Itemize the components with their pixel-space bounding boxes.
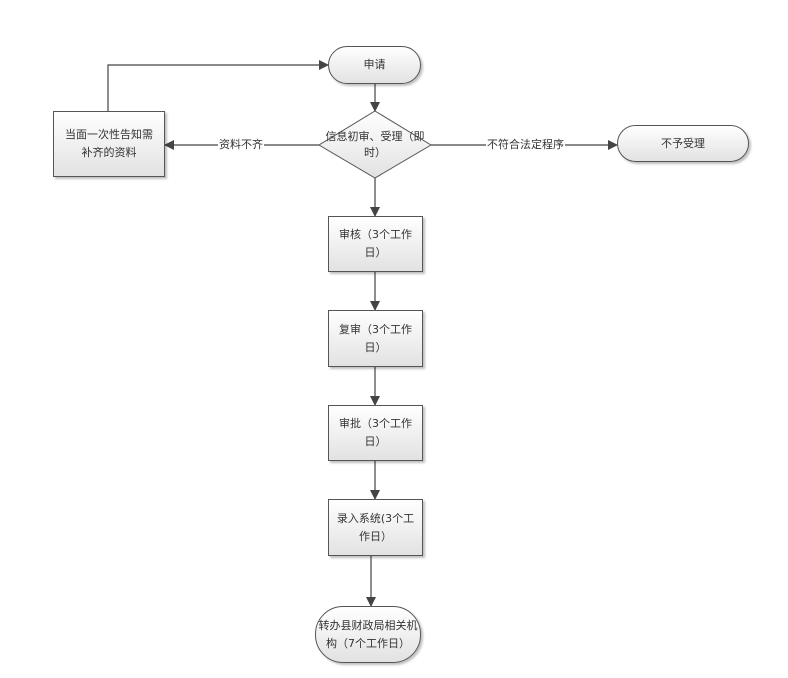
- node-audit: 审核（3个工作日）: [328, 216, 423, 272]
- node-reject: 不予受理: [617, 125, 749, 162]
- node-apply: 申请: [328, 46, 421, 84]
- node-initial-review: 信息初审、受理（即时）: [325, 130, 425, 159]
- node-notify: 当面一次性告知需补齐的资料: [53, 111, 165, 177]
- edge-label-non-compliant: 不符合法定程序: [486, 138, 565, 152]
- decision-diamond: [318, 110, 432, 179]
- edge-label-incomplete: 资料不齐: [218, 138, 264, 152]
- node-transfer: 转办县财政局相关机构（7个工作日）: [315, 606, 421, 663]
- node-re-audit: 复审（3个工作日）: [328, 310, 423, 367]
- node-enter-system: 录入系统(3个工作日）: [328, 499, 423, 556]
- node-approve: 审批（3个工作日）: [328, 405, 423, 461]
- edge-notify-to-apply: [107, 60, 329, 111]
